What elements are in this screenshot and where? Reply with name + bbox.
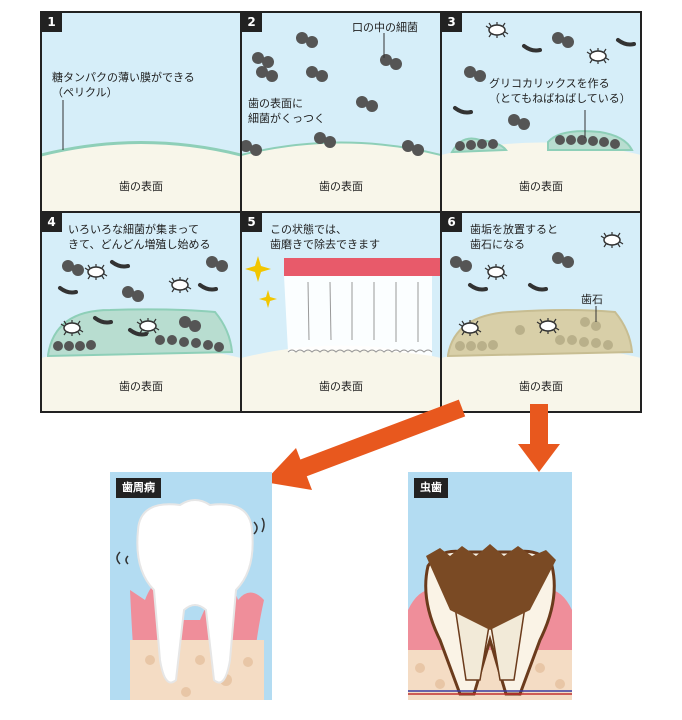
panel-4 bbox=[41, 212, 241, 412]
panel-number: 6 bbox=[441, 212, 462, 232]
panel-number: 4 bbox=[41, 212, 62, 232]
tooth-surface-label: 歯の表面 bbox=[319, 180, 363, 193]
callout-label: 口の中の細菌 bbox=[352, 21, 418, 34]
tooth-surface-label: 歯の表面 bbox=[319, 380, 363, 393]
sparkle-icon bbox=[259, 290, 277, 308]
periodontal-illustration bbox=[110, 472, 272, 700]
tooth-surface-label: 歯の表面 bbox=[119, 380, 163, 393]
panel-6 bbox=[441, 212, 641, 412]
panel-number: 1 bbox=[41, 12, 62, 32]
panel-1 bbox=[41, 12, 241, 212]
arrow-to-cavity bbox=[518, 404, 560, 472]
panel-number: 2 bbox=[241, 12, 262, 32]
tooth-surface-label: 歯の表面 bbox=[119, 180, 163, 193]
panel-caption: 糖タンパクの薄い膜ができる （ペリクル） bbox=[52, 71, 195, 99]
panel-number: 3 bbox=[441, 12, 462, 32]
panel-caption: 歯の表面に 細菌がくっつく bbox=[248, 97, 325, 125]
tooth-surface-label: 歯の表面 bbox=[519, 380, 563, 393]
panel-3 bbox=[441, 12, 641, 212]
tooth-surface-label: 歯の表面 bbox=[519, 180, 563, 193]
panel-5 bbox=[241, 212, 441, 412]
sparkle-icon bbox=[245, 256, 271, 282]
panel-2 bbox=[241, 12, 441, 212]
panel-number: 5 bbox=[241, 212, 262, 232]
decay-region bbox=[426, 544, 556, 630]
toothbrush-head bbox=[284, 258, 441, 276]
panel-caption: グリコカリックスを作る （とてもねばねばしている） bbox=[489, 77, 631, 105]
panel-caption: いろいろな細菌が集まって きて、どんどん増殖し始める bbox=[68, 223, 211, 251]
cavity-illustration bbox=[408, 472, 572, 700]
arrow-to-periodontal bbox=[264, 399, 466, 490]
cavity-label: 虫歯 bbox=[414, 478, 448, 498]
panel-caption: 歯垢を放置すると 歯石になる bbox=[470, 223, 558, 251]
tooth-shape bbox=[136, 499, 254, 684]
panel-caption: この状態では、 歯磨きで除去できます bbox=[270, 223, 380, 251]
callout-label: 歯石 bbox=[581, 293, 603, 306]
periodontal-label: 歯周病 bbox=[116, 478, 161, 498]
